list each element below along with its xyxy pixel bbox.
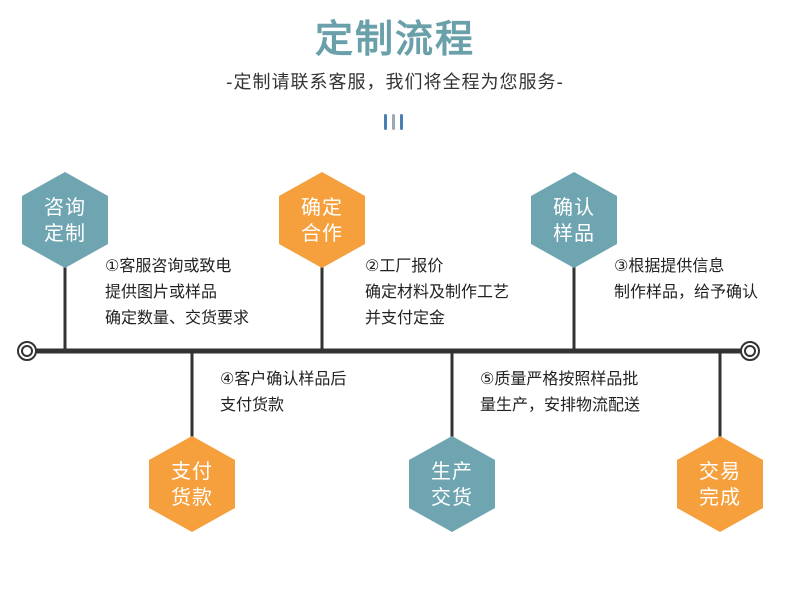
step-2-hexagon: 确定 合作 (279, 172, 365, 268)
decorative-bars (384, 114, 408, 130)
timeline-left-endpoint (17, 341, 37, 361)
step-3-label-1: 确认 (553, 195, 595, 219)
step-5-desc-line: ⑤质量严格按照样品批 (480, 369, 639, 388)
step-6-label-1: 交易 (699, 459, 741, 483)
step-1-label-1: 咨询 (44, 195, 86, 219)
step-4-desc-line: ④客户确认样品后 (220, 369, 347, 388)
step-3-desc-line: ③根据提供信息 (614, 256, 725, 275)
step-2-desc-line: 确定材料及制作工艺 (365, 282, 510, 301)
step-1-description: ①客服咨询或致电 提供图片或样品 确定数量、交货要求 (105, 253, 249, 331)
step-1-desc-line: 确定数量、交货要求 (105, 308, 250, 327)
step-4-description: ④客户确认样品后 支付货款 (220, 366, 346, 418)
step-1-desc-line: ①客服咨询或致电 (105, 256, 232, 275)
step-5-description: ⑤质量严格按照样品批 量生产，安排物流配送 (480, 366, 640, 418)
step-3-desc-line: 制作样品，给予确认 (614, 282, 759, 301)
step-2-desc-line: ②工厂报价 (365, 256, 444, 275)
step-3-description: ③根据提供信息 制作样品，给予确认 (614, 253, 758, 305)
step-2-label-1: 确定 (301, 195, 343, 219)
step-4-desc-line: 支付货款 (220, 395, 285, 414)
step-6-label-2: 完成 (699, 485, 741, 509)
step-5-hexagon: 生产 交货 (409, 436, 495, 532)
step-2-desc-line: 并支付定金 (365, 308, 446, 327)
step-5-label-1: 生产 (431, 459, 473, 483)
step-2-label-2: 合作 (301, 221, 343, 245)
step-1-label-2: 定制 (44, 221, 86, 245)
page-title: 定制流程 (314, 17, 475, 61)
timeline-right-endpoint (740, 341, 760, 361)
step-4-label-2: 货款 (171, 485, 213, 509)
step-2-description: ②工厂报价 确定材料及制作工艺 并支付定金 (365, 253, 509, 331)
step-1-desc-line: 提供图片或样品 (105, 282, 218, 301)
step-4-label-1: 支付 (171, 459, 213, 483)
step-5-desc-line: 量生产，安排物流配送 (480, 395, 641, 414)
step-3-label-2: 样品 (553, 221, 595, 245)
page-subtitle: -定制请联系客服，我们将全程为您服务- (226, 72, 564, 93)
step-5-label-2: 交货 (431, 485, 473, 509)
